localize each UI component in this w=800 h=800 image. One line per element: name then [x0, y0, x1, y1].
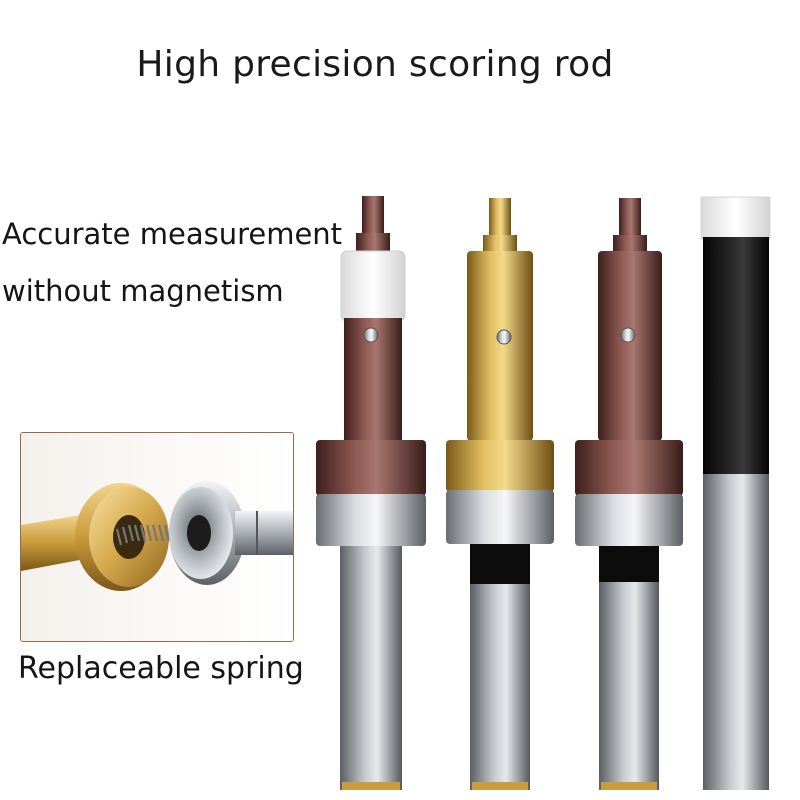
feature-text-line-2: without magnetism: [2, 274, 284, 308]
feature-text-line-1: Accurate measurement: [2, 217, 343, 251]
page-title: High precision scoring rod: [136, 44, 614, 85]
gold-rod: [446, 198, 554, 790]
copper-white-cap-rod: [316, 196, 426, 790]
copper-rod: [575, 198, 683, 790]
black-white-cap-rod: [700, 196, 771, 790]
spring-detail-image: [21, 433, 293, 641]
spring-detail-inset: [20, 432, 294, 642]
spring-icon: [115, 524, 177, 546]
inset-caption: Replaceable spring: [18, 651, 304, 686]
